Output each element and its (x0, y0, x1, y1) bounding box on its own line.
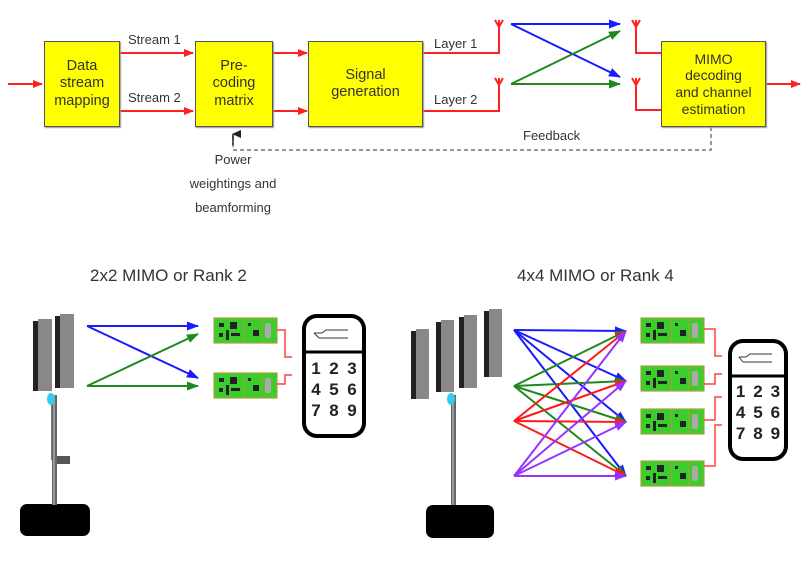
receiver-board-icon (640, 460, 705, 487)
key: 7 (311, 401, 321, 420)
power-weightings-label: Power weightings and beamforming (189, 152, 277, 215)
rx-1-line (635, 25, 661, 54)
path-4x4-tx4-rx2 (513, 380, 627, 477)
board-2-wire (704, 373, 722, 385)
layer-2-label: Layer 2 (434, 92, 478, 107)
precoding-matrix-block: Pre- coding matrix (195, 41, 273, 127)
board-3-wire (704, 396, 722, 421)
key: 6 (770, 403, 781, 422)
phone-4x4-icon (728, 339, 788, 461)
phone-2x2-icon (302, 314, 366, 438)
feedback-label: Feedback (523, 128, 581, 143)
path-4x4-tx1-rx2 (513, 329, 627, 382)
path-4x4-tx3-rx1 (513, 330, 627, 422)
path-4x4-tx2-rx4 (513, 385, 627, 477)
paths-4x4 (513, 326, 627, 481)
stream-1-label: Stream 1 (128, 32, 181, 47)
path-4x4-tx2-rx1 (513, 330, 627, 387)
mimo-4x4-title: 4x4 MIMO or Rank 4 (517, 266, 674, 285)
receiver-board-icon (640, 408, 705, 435)
board-4-wire (704, 424, 722, 467)
path-4x4-tx3-rx3 (513, 417, 627, 427)
feedback-line (232, 127, 712, 151)
base-station-2x2 (20, 314, 90, 536)
receiver-board-icon (213, 317, 278, 344)
key: 3 (347, 359, 357, 378)
path-2x2-tx1-rx2 (86, 325, 199, 379)
key: 1 (735, 382, 746, 401)
path-tx2-rx1 (510, 30, 621, 85)
key: 4 (311, 380, 321, 399)
stream-2-label: Stream 2 (128, 90, 181, 105)
key: 8 (753, 424, 763, 443)
key: 1 (311, 359, 321, 378)
key: 4 (735, 403, 746, 422)
layer-1-line (423, 25, 500, 54)
phone-keypad: 1 2 3 4 5 6 7 8 9 (307, 358, 361, 421)
receiver-board-icon (213, 372, 278, 399)
data-stream-mapping-block: Data stream mapping (44, 41, 120, 127)
tx-antenna-1-icon (494, 19, 504, 28)
board-1-wire (704, 328, 722, 357)
rx-2-line (635, 82, 661, 111)
key: 5 (753, 403, 763, 422)
signal-generation-block: Signal generation (308, 41, 423, 127)
key: 3 (770, 382, 781, 401)
key: 9 (347, 401, 357, 420)
key: 9 (770, 424, 781, 443)
mimo-decoding-block: MIMO decoding and channel estimation (661, 41, 766, 127)
tx-antenna-2-icon (494, 77, 504, 86)
key: 2 (329, 359, 339, 378)
board-1-wire (277, 329, 292, 358)
board-2-wire (277, 374, 292, 385)
key: 2 (753, 382, 763, 401)
layer-1-label: Layer 1 (434, 36, 478, 51)
path-4x4-tx4-rx1 (513, 330, 627, 477)
path-4x4-tx1-rx1 (513, 326, 627, 336)
path-4x4-tx3-rx2 (513, 380, 627, 422)
path-2x2-tx2-rx1 (86, 333, 199, 387)
key: 5 (329, 380, 339, 399)
key: 6 (347, 380, 357, 399)
receiver-board-icon (640, 317, 705, 344)
path-4x4-tx4-rx3 (513, 421, 627, 477)
path-tx1-rx2 (510, 23, 621, 78)
key: 7 (735, 424, 746, 443)
phone-keypad: 1 2 3 4 5 6 7 8 9 (732, 381, 784, 444)
key: 8 (329, 401, 339, 420)
layer-2-line (423, 82, 500, 112)
mimo-2x2-title: 2x2 MIMO or Rank 2 (90, 266, 247, 285)
receiver-board-icon (640, 365, 705, 392)
base-station-4x4 (411, 309, 502, 538)
path-4x4-tx2-rx2 (513, 376, 627, 387)
